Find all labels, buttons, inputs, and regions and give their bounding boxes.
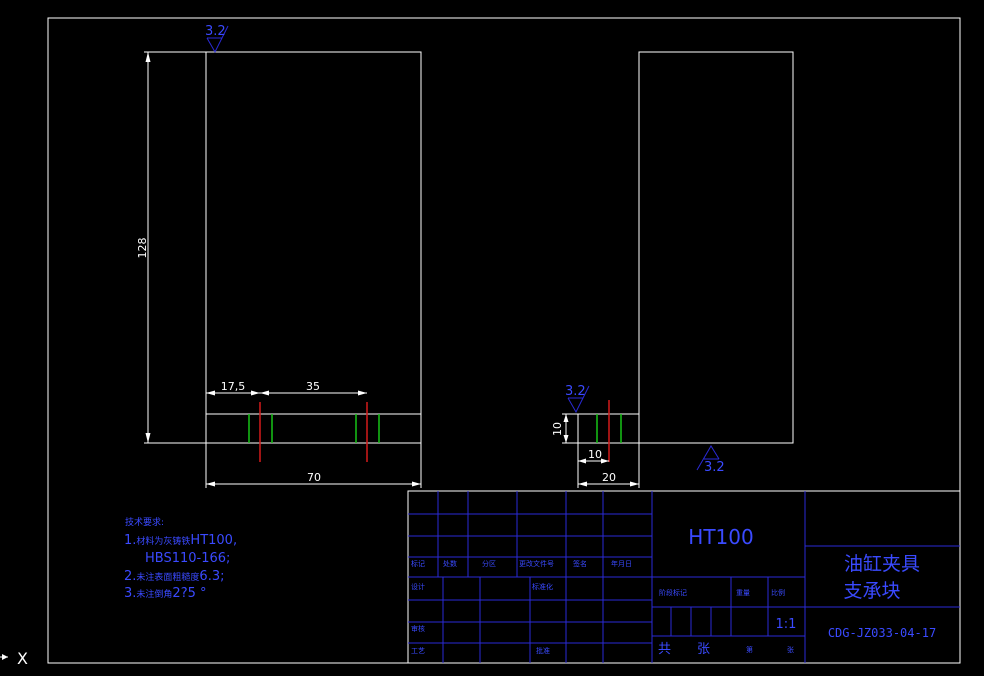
tech-req-line1: 1.材料为灰铸铁HT100, [124,533,237,548]
front-view[interactable] [205,51,422,462]
tech-req-line4-small: 未注倒角 [136,588,172,600]
dimension-10-horizontal-text: 10 [588,448,602,461]
dimension-35-text: 35 [306,380,320,393]
tech-req-line1-small: 材料为灰铸铁 [136,535,190,547]
dimension-width[interactable]: 70 [205,443,422,488]
label-zhang2: 张 [787,645,794,654]
label-bili: 比例 [771,588,785,597]
dimension-tab-width[interactable]: 20 [578,443,640,488]
drawing-frame [47,17,961,664]
label-zhongliang: 重量 [736,589,750,597]
roughness-check-icon [206,25,229,54]
label-biaozhunhua: 标准化 [532,582,553,591]
tech-req-line3: 2.未注表面粗糙度6.3; [124,569,224,584]
side-view-outline [638,51,794,444]
title-block[interactable]: 标记 处数 分区 更改文件号 签名 年月日 设计 标准化 阶段标记 重量 比例 … [407,490,961,664]
tech-req-line4-prefix: 3. [124,586,136,601]
dimension-height-text: 128 [136,238,149,259]
dimension-10-vertical-text: 10 [551,422,564,436]
roughness-check-icon [696,445,720,471]
arrowhead [578,481,587,487]
label-di: 第 [746,645,753,654]
roughness-value-top: 3.2 [205,24,226,39]
tech-req-line2: HBS110-166; [145,551,230,566]
dimension-hole-spacing[interactable]: 17,5 35 [206,380,367,396]
label-chushu: 处数 [443,559,457,568]
dimension-hole-offset[interactable]: 10 [577,443,609,488]
tech-req-title: 技术要求: [125,516,164,528]
label-gengai: 更改文件号 [519,559,554,568]
roughness-value-bottom: 3.2 [704,460,725,475]
label-sheji: 设计 [411,582,425,591]
arrowhead [412,481,421,487]
tech-req-line1-main: HT100, [190,533,237,548]
tech-req-line3-prefix: 2. [124,569,136,584]
technical-requirements: 技术要求: 1.材料为灰铸铁HT100, HBS110-166; 2.未注表面粗… [124,516,237,601]
label-fenqu: 分区 [482,559,496,568]
arrowhead [206,481,215,487]
label-qianming: 签名 [573,559,587,568]
front-view-outline [205,51,422,444]
drawing-code: CDG-JZ033-04-17 [828,626,936,640]
arrowhead [630,481,639,487]
label-pizhun: 批准 [536,646,550,655]
part-name-line1: 油缸夹具 [844,553,920,575]
label-biaoji: 标记 [411,559,425,568]
label-gongyi: 工艺 [411,647,425,655]
dimension-70-text: 70 [307,471,321,484]
dimension-tab-height[interactable]: 10 [551,413,578,444]
roughness-symbol-top[interactable]: 3.2 [205,24,229,54]
label-zhang1: 张 [697,642,710,657]
arrowhead [578,458,586,464]
arrowhead [563,414,569,422]
tech-req-line3-small: 未注表面粗糙度 [136,571,199,583]
arrowhead [145,433,151,443]
arrowhead [206,390,215,396]
label-nianyueri: 年月日 [611,559,632,568]
scale-value: 1:1 [776,617,797,632]
dimension-20-text: 20 [602,471,616,484]
arrowhead [358,390,367,396]
ucs-arrow-icon [2,654,8,660]
ucs-x-label: X [17,649,28,668]
roughness-symbol-side[interactable]: 3.2 [565,384,590,414]
dimension-17-5-text: 17,5 [221,380,246,393]
roughness-check-icon [567,385,590,414]
arrowhead [260,390,269,396]
tech-req-line4-main: 2?5 ° [172,586,206,601]
label-gong: 共 [658,642,671,657]
material-text: HT100 [688,525,753,549]
dimension-height[interactable]: 128 [136,51,206,444]
part-name-line2: 支承块 [843,580,900,602]
tech-req-line4: 3.未注倒角2?5 ° [124,586,207,601]
tech-req-line1-prefix: 1. [124,533,136,548]
tech-req-line3-main: 6.3; [199,569,224,584]
label-jieduan: 阶段标记 [659,588,687,597]
arrowhead [563,435,569,443]
side-view[interactable] [577,51,794,462]
arrowhead [145,52,151,62]
label-shenhe: 审核 [411,624,425,633]
arrowhead [251,390,260,396]
roughness-symbol-bottom[interactable]: 3.2 [696,445,725,475]
arrowhead [601,458,609,464]
ucs-icon: X [0,649,28,668]
roughness-value-side: 3.2 [565,384,586,399]
